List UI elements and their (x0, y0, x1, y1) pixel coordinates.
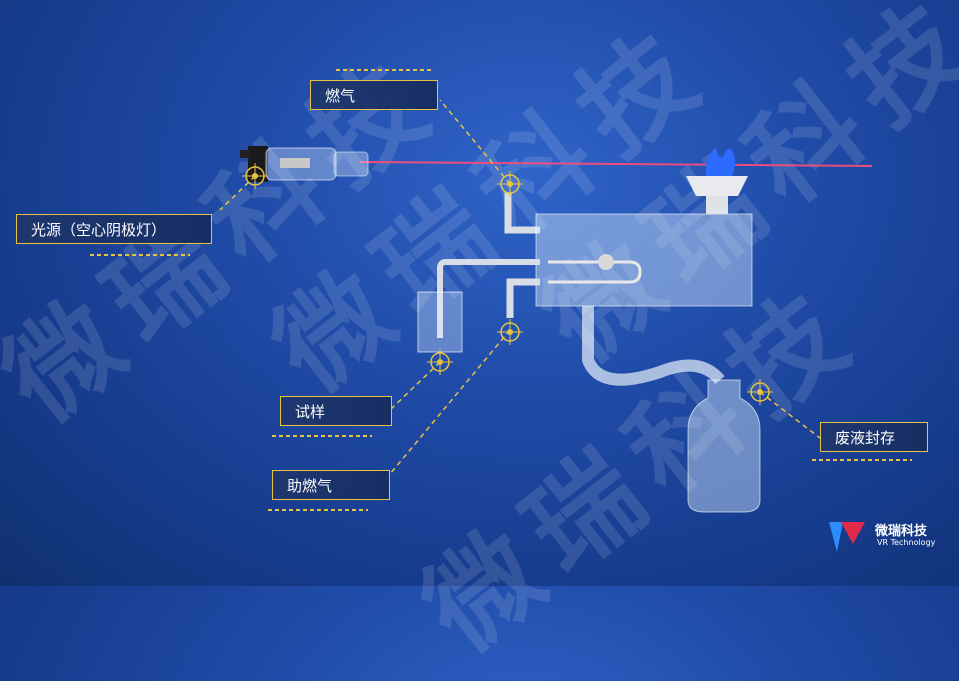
burner (686, 148, 748, 214)
mixing-chamber (535, 213, 753, 307)
logo-mark-icon (829, 522, 865, 552)
apparatus-scene (90, 69, 912, 513)
tag-accents (90, 69, 912, 511)
oxidant-pipe (506, 278, 540, 318)
leader-lines (219, 99, 821, 481)
marker-oxidant (497, 319, 523, 345)
marker-fuel (497, 171, 523, 197)
label-fuel: 燃气 (310, 80, 438, 110)
fuel-pipe (504, 192, 540, 234)
label-light-source: 光源（空心阴极灯） (16, 214, 212, 244)
logo-english: VR Technology (877, 538, 936, 547)
logo-name: 微瑞科技 (875, 524, 928, 539)
sample-beaker (417, 291, 463, 353)
label-sample: 试样 (280, 396, 392, 426)
waste-hose (582, 306, 725, 386)
hollow-cathode-lamp (240, 146, 369, 182)
marker-waste (747, 379, 773, 405)
label-waste: 废液封存 (820, 422, 928, 452)
sample-tube (437, 259, 540, 338)
company-logo: 微瑞科技 VR Technology (825, 516, 945, 556)
marker-light-source (242, 163, 268, 189)
label-oxidant: 助燃气 (272, 470, 390, 500)
marker-sample (427, 349, 453, 375)
waste-bottle (687, 379, 761, 513)
light-beam (359, 161, 873, 167)
